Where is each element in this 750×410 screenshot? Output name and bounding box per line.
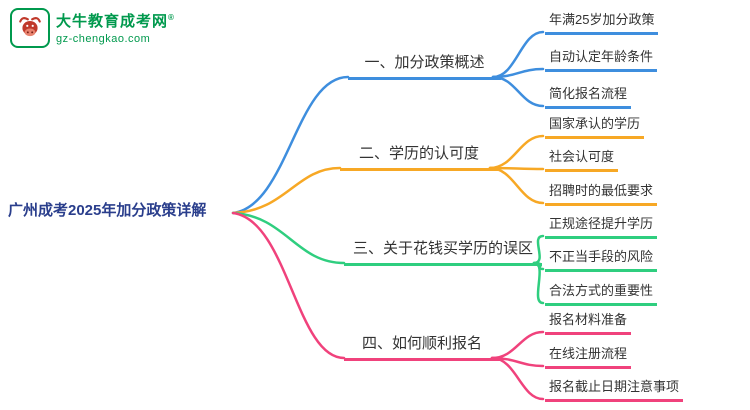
leaf-node: 简化报名流程 [545,86,632,109]
leaf-node: 年满25岁加分政策 [545,12,659,35]
brand-domain: gz-chengkao.com [56,33,151,45]
leaf-line [490,356,545,401]
brand-name: 大牛教育成考网® [56,13,175,30]
leaf-line [532,261,545,305]
branch-line [231,166,342,215]
leaf-node: 社会认可度 [545,149,619,172]
topic-node-3: 三、关于花钱买学历的误区 [344,239,542,266]
leaf-node: 在线注册流程 [545,346,632,369]
leaf-node: 自动认定年龄条件 [545,49,658,72]
leaf-node: 招聘时的最低要求 [545,183,658,206]
leaf-line [488,166,545,205]
registered-mark: ® [168,13,175,22]
bull-logo-icon [10,8,50,48]
branch-line [231,75,350,215]
branch-line [231,211,346,265]
leaf-line [491,75,545,108]
leaf-node: 合法方式的重要性 [545,283,658,306]
branch-line [231,211,346,360]
leaf-node: 正规途径提升学历 [545,216,658,239]
leaf-node: 国家承认的学历 [545,116,645,139]
topic-node-4: 四、如何顺利报名 [344,334,500,361]
leaf-node: 报名截止日期注意事项 [545,379,684,402]
leaf-node: 不正当手段的风险 [545,249,658,272]
topic-node-2: 二、学历的认可度 [340,144,498,171]
topic-node-1: 一、加分政策概述 [348,53,501,80]
site-logo: 大牛教育成考网® gz-chengkao.com [10,8,175,48]
mindmap-root-node: 广州成考2025年加分政策详解 [8,202,207,219]
leaf-node: 报名材料准备 [545,312,632,335]
